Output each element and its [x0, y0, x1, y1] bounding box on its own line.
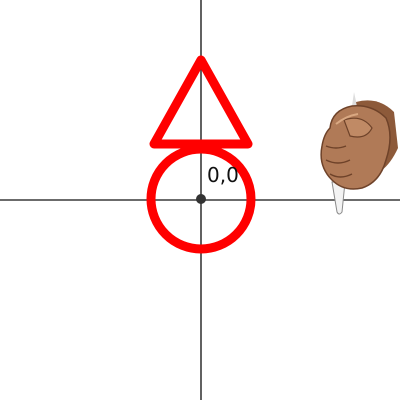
origin-point — [196, 194, 206, 204]
origin-label: 0,0 — [207, 163, 239, 187]
circle-sprite[interactable] — [146, 144, 256, 254]
hand-holding-chalk-icon[interactable] — [320, 92, 398, 215]
triangle-sprite[interactable] — [149, 55, 253, 149]
